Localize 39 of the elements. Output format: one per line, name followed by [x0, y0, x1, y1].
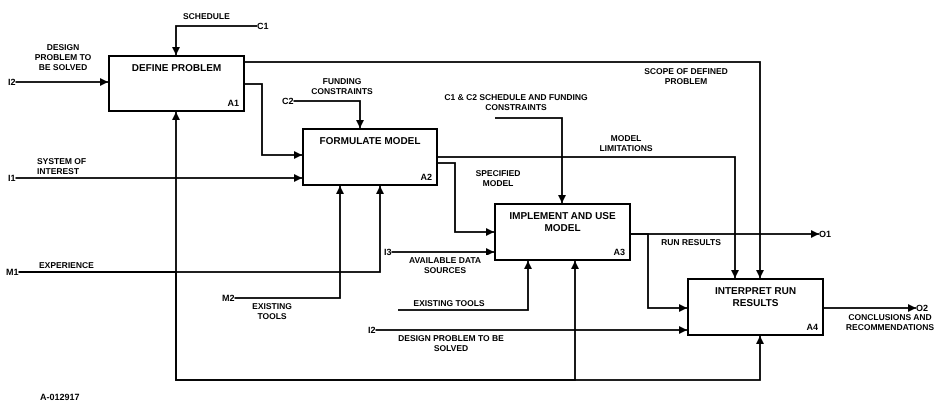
arrow	[16, 78, 108, 86]
activity-box	[687, 278, 824, 336]
arrow	[245, 83, 302, 159]
arrow	[18, 271, 764, 381]
icom-code: I2	[368, 325, 376, 335]
icom-code: O2	[916, 303, 928, 313]
drawing-number: A-012917	[40, 392, 80, 402]
arrow	[392, 248, 494, 256]
arrow	[438, 156, 739, 278]
icom-code: C2	[282, 96, 294, 106]
activity-box	[108, 55, 245, 112]
icom-code: I3	[384, 247, 392, 257]
arrow	[495, 117, 566, 203]
activity-name: FORMULATE MODEL	[318, 136, 422, 148]
node-number: A4	[806, 322, 818, 332]
arrow	[245, 61, 764, 278]
activity-name: DEFINE PROBLEM	[130, 63, 222, 75]
arrow	[234, 186, 344, 299]
activity-name: INTERPRET RUN RESULTS	[714, 286, 798, 310]
arrow	[376, 326, 687, 334]
icom-code: M2	[222, 293, 235, 303]
arrow	[16, 174, 302, 182]
icom-code: M1	[6, 267, 19, 277]
icom-code: I2	[8, 77, 16, 87]
activity-box	[302, 128, 438, 186]
node-number: A1	[227, 98, 239, 108]
activity-name: IMPLEMENT AND USE MODEL	[508, 211, 617, 235]
arrow	[172, 25, 257, 55]
arrow	[631, 233, 687, 312]
icom-code: O1	[819, 229, 832, 239]
arrow	[824, 304, 916, 312]
arrow	[438, 162, 494, 236]
activity-box	[494, 203, 631, 261]
arrow	[398, 261, 532, 311]
icom-code: I1	[8, 173, 16, 183]
node-number: A3	[613, 247, 625, 257]
node-number: A2	[420, 172, 432, 182]
arrow	[294, 100, 364, 128]
icom-code: C1	[257, 21, 269, 31]
